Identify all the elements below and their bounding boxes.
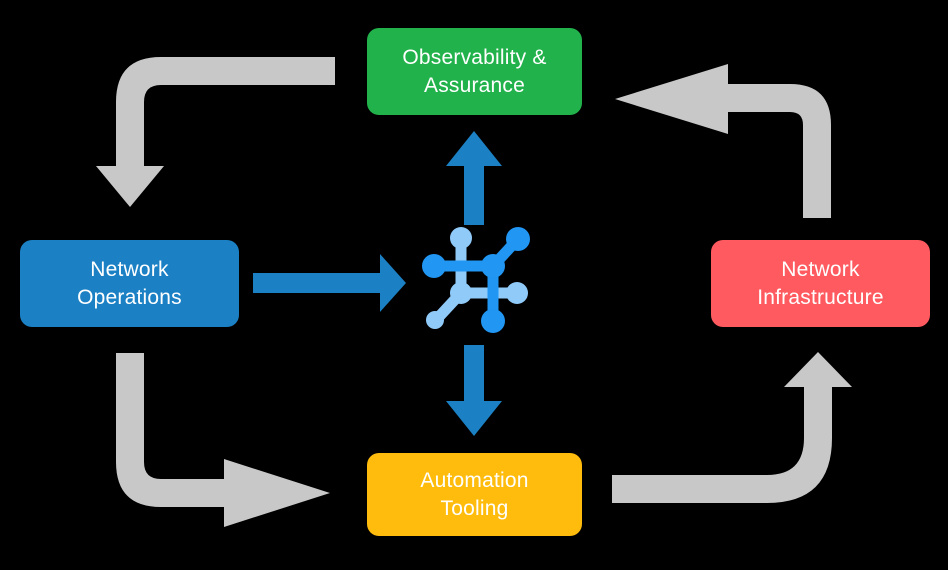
- connector-infrastructure-to-observability: [615, 64, 831, 218]
- network-topology-icon: [418, 218, 536, 336]
- node-label: Automation Tooling: [420, 468, 529, 520]
- connector-observability-to-operations: [96, 57, 335, 207]
- network-icon-light-nodes: [426, 227, 528, 329]
- node-network-infrastructure[interactable]: Network Infrastructure: [711, 240, 930, 327]
- node-network-operations[interactable]: Network Operations: [20, 240, 239, 327]
- node-automation-tooling[interactable]: Automation Tooling: [367, 453, 582, 536]
- connector-automation-to-infrastructure: [612, 352, 852, 503]
- node-label: Network Infrastructure: [757, 257, 884, 309]
- connector-center-to-automation: [446, 345, 502, 436]
- node-label: Network Operations: [77, 257, 182, 309]
- node-observability-and-assurance[interactable]: Observability & Assurance: [367, 28, 582, 115]
- connector-operations-to-automation: [116, 353, 330, 527]
- network-icon-primary-nodes: [422, 227, 530, 333]
- connector-operations-to-center: [253, 254, 406, 312]
- node-label: Observability & Assurance: [402, 45, 547, 97]
- connector-center-to-observability: [446, 131, 502, 225]
